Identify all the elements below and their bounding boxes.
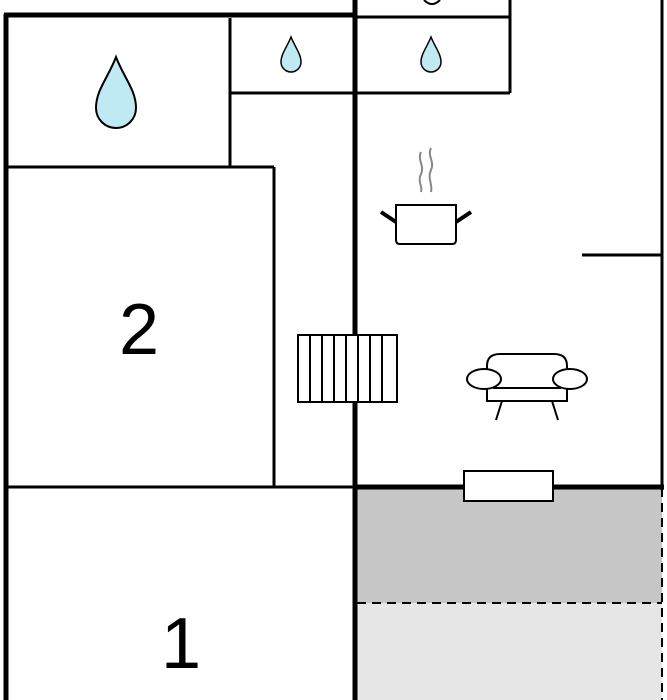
- interior-walls: [6, 0, 662, 489]
- open-terrace: [357, 603, 662, 700]
- water-drop-icon: [280, 34, 302, 73]
- room-label-2: 2: [119, 290, 159, 370]
- water-drop-icon: [420, 34, 442, 73]
- staircase-icon: [297, 334, 398, 403]
- armchair-icon: [466, 353, 588, 421]
- window: [463, 470, 554, 502]
- water-drop-icon: [94, 54, 138, 129]
- cooking-pot-icon: [379, 147, 473, 245]
- partial-icon: [423, 0, 441, 5]
- room-label-1: 1: [161, 604, 201, 684]
- covered-terrace: [357, 488, 662, 603]
- terrace-dashed-border: [357, 488, 663, 700]
